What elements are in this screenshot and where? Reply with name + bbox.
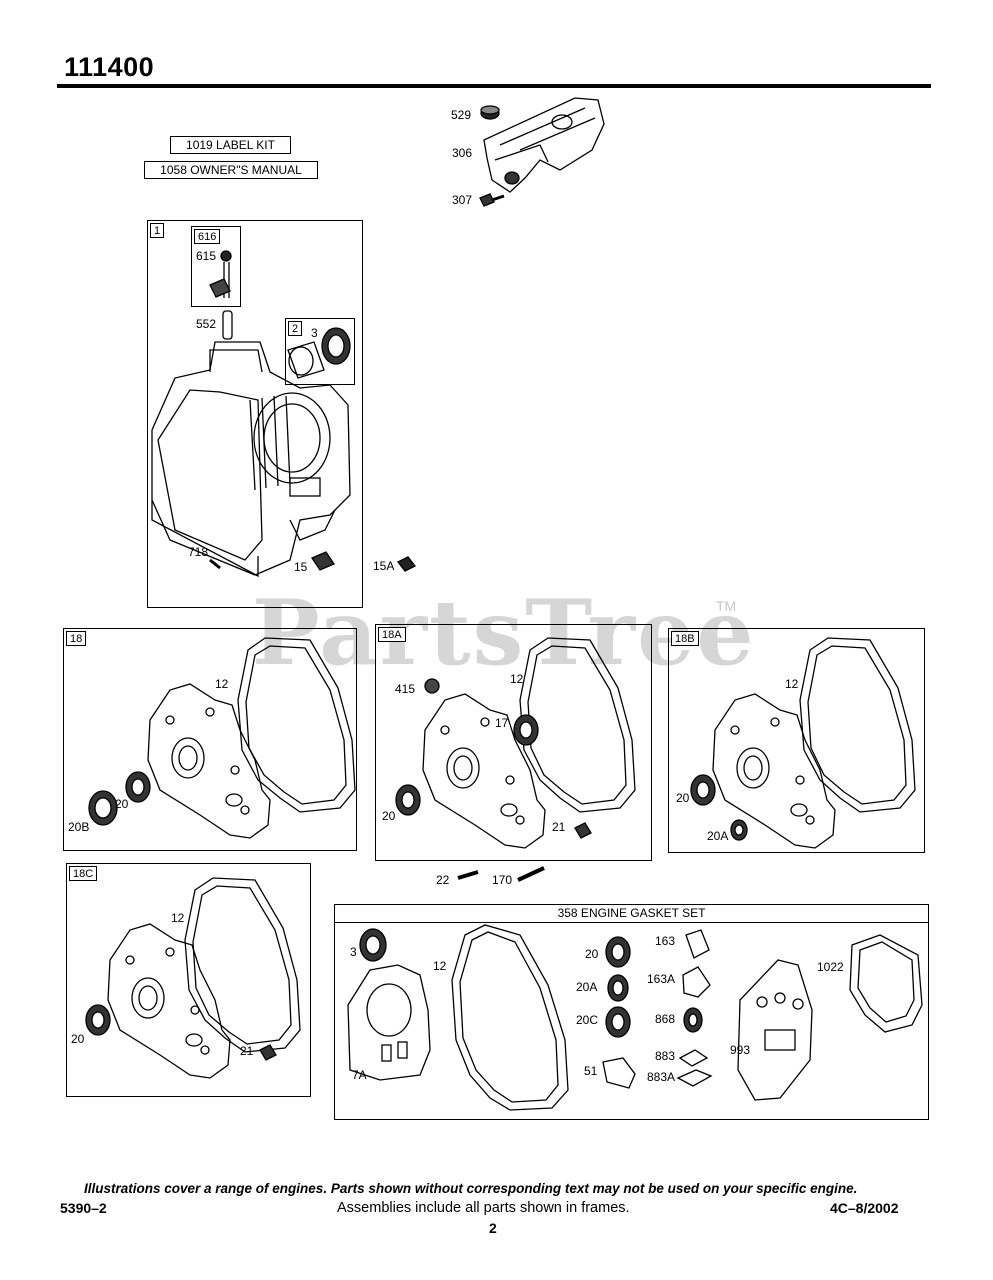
callout-306: 306	[452, 146, 473, 160]
callout-20c: 20C	[576, 1013, 599, 1027]
frame-tag: 18B	[671, 631, 699, 646]
callout-20a: 20A	[576, 980, 598, 994]
owners-manual-box: 1058 OWNER"S MANUAL	[144, 161, 318, 179]
callout-883: 883	[655, 1049, 676, 1063]
callout-868: 868	[655, 1012, 676, 1026]
callout-20: 20	[676, 791, 690, 805]
callout-17: 17	[495, 716, 509, 730]
page-number: 2	[489, 1220, 497, 1236]
callout-12: 12	[171, 911, 185, 925]
callout-12: 12	[785, 677, 799, 691]
frame-2: 2	[285, 318, 355, 385]
frame-tag: 2	[288, 321, 303, 336]
callout-12: 12	[215, 677, 229, 691]
watermark-tm: TM	[716, 598, 737, 614]
callout-3: 3	[350, 945, 357, 959]
callout-12: 12	[510, 672, 524, 686]
callout-15a: 15A	[373, 559, 395, 573]
title-rule	[57, 84, 931, 88]
callout-20: 20	[382, 809, 396, 823]
label-kit-box: 1019 LABEL KIT	[170, 136, 291, 154]
callout-21: 21	[552, 820, 566, 834]
frame-18b: 18B	[668, 628, 925, 853]
callout-718: 718	[188, 545, 209, 559]
callout-22: 22	[436, 873, 450, 887]
callout-3: 3	[311, 326, 318, 340]
callout-993: 993	[730, 1043, 751, 1057]
callout-1022: 1022	[817, 960, 844, 974]
callout-20: 20	[585, 947, 599, 961]
frame-tag: 18	[66, 631, 87, 646]
callout-21: 21	[240, 1044, 254, 1058]
callout-12: 12	[433, 959, 447, 973]
callout-7a: 7A	[352, 1068, 367, 1082]
callout-20: 20	[71, 1032, 85, 1046]
gasket-set-title: 358 ENGINE GASKET SET	[335, 905, 928, 923]
frame-18: 18	[63, 628, 357, 851]
page-title: 111400	[64, 52, 155, 82]
callout-20b: 20B	[68, 820, 90, 834]
callout-615: 615	[196, 249, 217, 263]
assemblies-note: Assemblies include all parts shown in fr…	[337, 1200, 630, 1216]
frame-1: 1	[147, 220, 363, 608]
frame-tag: 616	[194, 229, 221, 244]
frame-18a: 18A	[375, 624, 652, 861]
watermark: PartsTree	[252, 580, 756, 686]
callout-51: 51	[584, 1064, 598, 1078]
callout-170: 170	[492, 873, 513, 887]
callout-883a: 883A	[647, 1070, 676, 1084]
callout-20a: 20A	[707, 829, 729, 843]
doc-number: 5390–2	[60, 1200, 107, 1216]
footer-note: Illustrations cover a range of engines. …	[84, 1181, 858, 1196]
callout-307: 307	[452, 193, 473, 207]
callout-163: 163	[655, 934, 676, 948]
frame-tag: 18C	[69, 866, 98, 881]
callout-15: 15	[294, 560, 308, 574]
frame-tag: 1	[150, 223, 165, 238]
frame-18c: 18C	[66, 863, 311, 1097]
callout-415: 415	[395, 682, 416, 696]
frame-616: 616	[191, 226, 241, 307]
callout-552: 552	[196, 317, 217, 331]
frame-358	[334, 904, 929, 1120]
callout-529: 529	[451, 108, 472, 122]
revision: 4C–8/2002	[830, 1200, 899, 1216]
frame-tag: 18A	[378, 627, 406, 642]
callout-20: 20	[115, 797, 129, 811]
callout-163a: 163A	[647, 972, 676, 986]
